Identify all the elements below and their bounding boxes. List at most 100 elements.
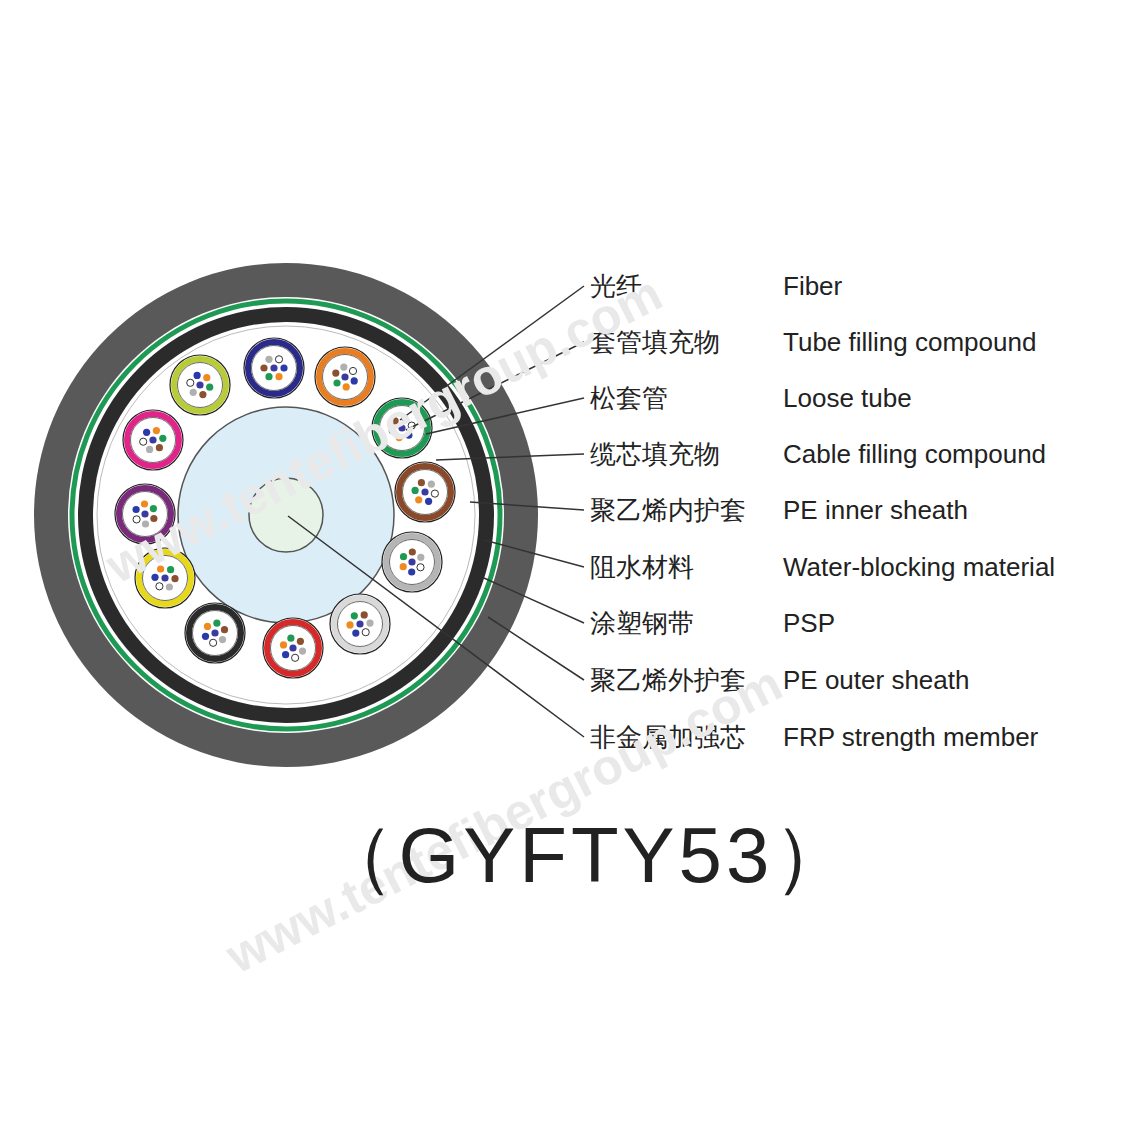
part-name-zh: 缆芯填充物: [590, 438, 720, 470]
fiber: [141, 500, 148, 507]
part-name-en: Fiber: [783, 270, 842, 302]
fiber: [146, 446, 153, 453]
loose-tube: [170, 355, 230, 415]
fiber: [159, 435, 166, 442]
fiber: [166, 583, 173, 590]
tube-filling: [178, 363, 223, 408]
tube-color-ring: [319, 351, 371, 403]
fiber: [415, 496, 422, 503]
part-name-zh: 松套管: [590, 382, 668, 414]
fiber: [292, 654, 299, 661]
fiber: [219, 636, 226, 643]
part-name-zh: 涂塑钢带: [590, 607, 694, 639]
fiber: [400, 563, 407, 570]
leader-line: [288, 516, 584, 737]
fiber: [133, 506, 140, 513]
tube-color-ring: [399, 466, 451, 518]
fiber: [425, 498, 432, 505]
fiber: [340, 364, 347, 371]
leader-line: [484, 540, 584, 567]
tube-color-ring: [386, 536, 438, 588]
part-name-en: Tube filling compound: [783, 326, 1036, 358]
leader-line: [484, 578, 584, 623]
fiber: [213, 620, 220, 627]
fiber: [356, 620, 363, 627]
loose-tube: [315, 347, 375, 407]
loose-tube: [244, 338, 304, 398]
fiber: [149, 436, 156, 443]
fiber: [221, 626, 228, 633]
tube-color-ring: [334, 598, 386, 650]
tube-filling: [193, 611, 238, 656]
leader-line: [436, 454, 584, 460]
fiber: [332, 370, 339, 377]
fiber: [202, 633, 209, 640]
psp-gap: [68, 297, 504, 733]
fiber: [346, 621, 353, 628]
part-name-en: PSP: [783, 607, 835, 639]
fiber: [408, 558, 415, 565]
fiber: [349, 367, 356, 374]
fiber: [333, 379, 340, 386]
fiber: [351, 377, 358, 384]
fiber: [156, 583, 163, 590]
fiber: [400, 553, 407, 560]
fiber: [289, 644, 296, 651]
part-name-en: Loose tube: [783, 382, 912, 414]
fiber: [265, 373, 272, 380]
fiber: [362, 629, 369, 636]
fiber: [417, 554, 424, 561]
fiber: [352, 630, 359, 637]
fiber: [143, 429, 150, 436]
fiber: [161, 574, 168, 581]
part-name-en: FRP strength member: [783, 721, 1038, 753]
fiber: [187, 379, 194, 386]
fiber: [211, 629, 218, 636]
tube-color-ring: [174, 359, 226, 411]
loose-tube: [382, 532, 442, 592]
fiber: [351, 612, 358, 619]
fiber: [156, 444, 163, 451]
fiber: [270, 364, 277, 371]
fiber: [140, 438, 147, 445]
fiber: [171, 575, 178, 582]
fiber: [196, 381, 203, 388]
fiber: [275, 373, 282, 380]
fiber: [199, 391, 206, 398]
tube-color-ring: [189, 607, 241, 659]
psp-steel-tape: [72, 301, 500, 729]
fiber: [366, 620, 373, 627]
tube-filling: [338, 602, 383, 647]
fiber: [265, 356, 272, 363]
fiber: [194, 372, 201, 379]
fiber: [260, 364, 267, 371]
tube-filling: [323, 355, 368, 400]
fiber: [299, 648, 306, 655]
fiber: [409, 548, 416, 555]
part-name-en: Water-blocking material: [783, 551, 1055, 583]
fiber: [280, 364, 287, 371]
loose-tube: [330, 594, 390, 654]
loose-tube: [185, 603, 245, 663]
part-name-en: PE inner sheath: [783, 494, 968, 526]
fiber: [275, 356, 282, 363]
fiber: [428, 481, 435, 488]
pe-outer-sheath: [34, 263, 538, 767]
fiber: [210, 639, 217, 646]
tube-filling: [271, 626, 316, 671]
fiber: [412, 487, 419, 494]
tube-filling: [403, 470, 448, 515]
tube-filling: [131, 418, 176, 463]
fiber: [190, 389, 197, 396]
loose-tube: [123, 410, 183, 470]
fiber: [361, 611, 368, 618]
leader-line: [488, 617, 584, 680]
tube-filling: [252, 346, 297, 391]
fiber: [421, 488, 428, 495]
part-name-en: PE outer sheath: [783, 664, 969, 696]
fiber: [343, 383, 350, 390]
fiber: [297, 638, 304, 645]
fiber: [431, 490, 438, 497]
fiber: [282, 651, 289, 658]
